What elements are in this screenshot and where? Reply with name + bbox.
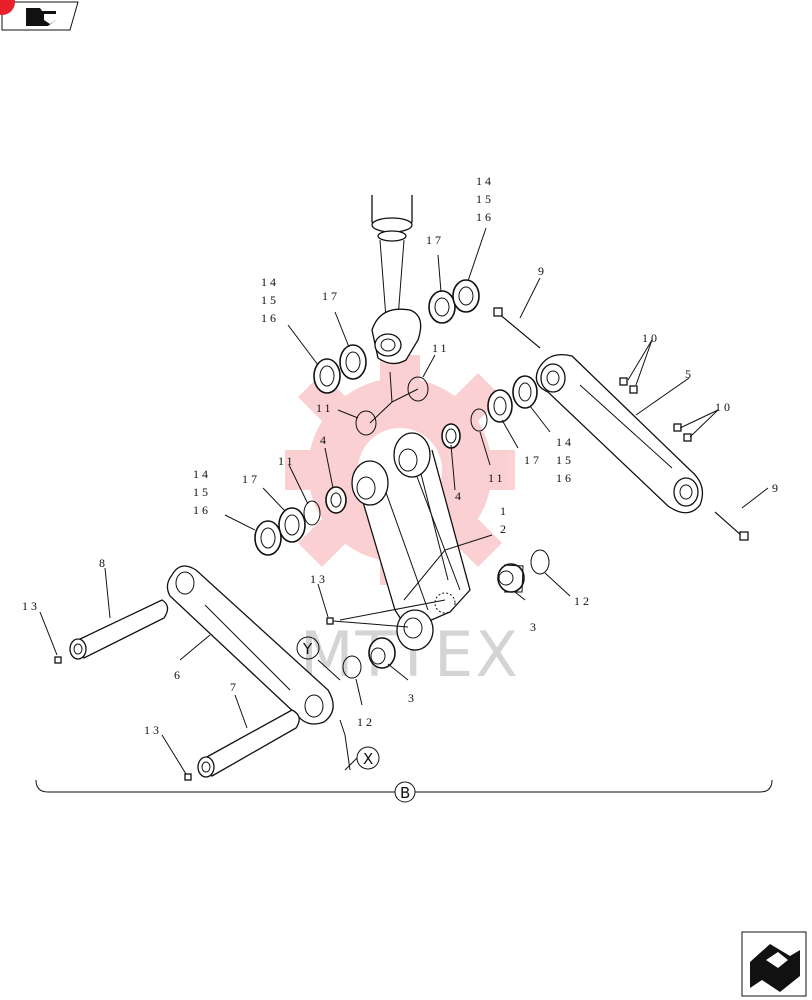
- svg-text:16: 16: [261, 311, 279, 325]
- callout-17-a: 17: [322, 289, 340, 303]
- svg-text:B: B: [400, 784, 410, 802]
- svg-text:15: 15: [556, 453, 574, 467]
- callout-14-15-16-a: 14 15 16: [261, 275, 279, 325]
- bolt-9-top: [493, 307, 541, 349]
- callout-14-15-16-d: 14 15 16: [193, 467, 211, 517]
- svg-text:16: 16: [476, 210, 494, 224]
- pin-7: [197, 709, 300, 778]
- nut-10-top: [619, 377, 638, 394]
- svg-text:15: 15: [193, 485, 211, 499]
- svg-text:Y: Y: [302, 640, 313, 658]
- callout-1: 1: [500, 504, 509, 518]
- seal-12-right: [530, 549, 550, 575]
- leader-lines: [39, 227, 769, 775]
- callout-11-d: 11: [488, 471, 506, 485]
- callout-4-b: 4: [455, 489, 464, 503]
- forward-page-icon[interactable]: [741, 931, 807, 997]
- callout-9-top: 9: [538, 264, 547, 278]
- svg-text:14: 14: [556, 435, 574, 449]
- svg-text:15: 15: [476, 192, 494, 206]
- callout-13-c: 13: [144, 723, 162, 737]
- washer-14-15-16-top: [452, 279, 480, 313]
- washer-17-top: [428, 290, 456, 324]
- callout-17-c: 17: [524, 453, 542, 467]
- view-marker-x: X: [344, 746, 380, 771]
- svg-text:16: 16: [193, 503, 211, 517]
- bushing-3-right: [497, 563, 525, 593]
- callout-4-a: 4: [320, 433, 329, 447]
- grease-nipple-13-c: [184, 773, 192, 781]
- callout-14-15-16-c: 14 15 16: [556, 435, 574, 485]
- svg-text:14: 14: [193, 467, 211, 481]
- cylinder-rod: [371, 195, 422, 365]
- back-page-icon[interactable]: [0, 0, 79, 31]
- svg-text:16: 16: [556, 471, 574, 485]
- group-bracket-b: B: [35, 779, 773, 803]
- callout-10-b: 10: [715, 400, 733, 414]
- link-6: [166, 565, 334, 725]
- callout-12-b: 12: [357, 715, 375, 729]
- callout-12-a: 12: [574, 594, 592, 608]
- view-marker-y: Y: [296, 636, 320, 660]
- callout-6: 6: [174, 668, 183, 682]
- callout-9-bottom: 9: [772, 481, 781, 495]
- callout-7: 7: [230, 680, 239, 694]
- snap-ring-11-b: [407, 376, 429, 402]
- grease-nipple-13-b: [326, 617, 334, 625]
- bolt-9-bottom: [714, 511, 749, 541]
- pin-8: [69, 599, 169, 660]
- washer-14-15-16-left: [313, 358, 341, 394]
- bushing-4-left: [325, 486, 347, 514]
- svg-text:15: 15: [261, 293, 279, 307]
- washer-17-mid: [278, 507, 306, 543]
- callout-11-b: 11: [432, 341, 450, 355]
- callout-5: 5: [685, 367, 694, 381]
- callout-17-b: 17: [426, 233, 444, 247]
- callout-3-b: 3: [408, 691, 417, 705]
- callout-17-d: 17: [242, 472, 260, 486]
- callout-11-a: 11: [316, 401, 334, 415]
- callout-11-c: 11: [278, 454, 296, 468]
- snap-ring-11-a: [355, 410, 377, 436]
- washer-17-left: [339, 344, 367, 380]
- callout-3-a: 3: [530, 620, 539, 634]
- washer-14-15-16-mid: [254, 520, 282, 556]
- svg-text:14: 14: [261, 275, 279, 289]
- watermark-logo: [285, 355, 515, 585]
- arm-5: [535, 353, 704, 514]
- callout-13-b: 13: [310, 572, 328, 586]
- snap-ring-11-c: [303, 500, 321, 526]
- washer-14-15-16-right: [512, 375, 538, 409]
- bushing-3-left: [368, 637, 396, 669]
- callout-14-15-16-b: 14 15 16: [476, 174, 494, 224]
- seal-12-left: [342, 655, 362, 679]
- washer-17-right: [487, 389, 513, 423]
- grease-nipple-13-a: [54, 656, 62, 664]
- snap-ring-11-d: [470, 408, 488, 432]
- svg-text:14: 14: [476, 174, 494, 188]
- callout-2: 2: [500, 522, 509, 536]
- callout-8: 8: [99, 556, 108, 570]
- svg-text:X: X: [363, 750, 373, 768]
- bushing-4-right: [441, 423, 461, 449]
- callout-13-a: 13: [22, 599, 40, 613]
- callout-10-a: 10: [642, 331, 660, 345]
- link-assembly-1-2: [351, 432, 471, 651]
